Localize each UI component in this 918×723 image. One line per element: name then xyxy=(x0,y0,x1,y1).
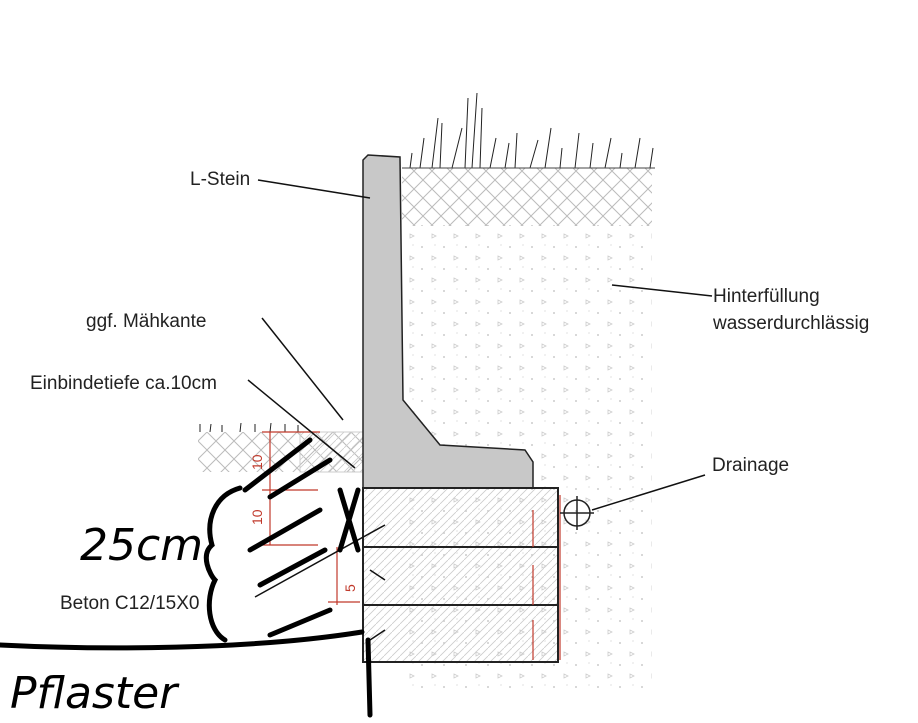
label-l-stein: L-Stein xyxy=(190,169,250,190)
dimension-bottom: 5 xyxy=(342,584,358,592)
handwritten-thickness: 25cm xyxy=(80,520,203,571)
concrete-foundation xyxy=(362,487,559,663)
label-backfill-2: wasserdurchlässig xyxy=(712,313,869,334)
l-stone xyxy=(362,154,534,489)
dimension-middle: 10 xyxy=(249,509,265,525)
label-embed-depth: Einbindetiefe ca.10cm xyxy=(30,373,217,394)
handwritten-annotation xyxy=(0,437,373,718)
label-concrete: Beton C12/15X0 xyxy=(60,593,199,614)
topsoil-hatch xyxy=(402,168,652,226)
dimension-top: 10 xyxy=(249,454,265,470)
label-mow-edge: ggf. Mähkante xyxy=(86,311,206,332)
label-backfill-1: Hinterfüllung xyxy=(713,286,820,307)
label-drainage: Drainage xyxy=(712,455,789,476)
grass-icon xyxy=(199,92,654,433)
handwritten-paving: Pflaster xyxy=(10,668,180,719)
drainage-pipe-icon xyxy=(560,496,594,530)
